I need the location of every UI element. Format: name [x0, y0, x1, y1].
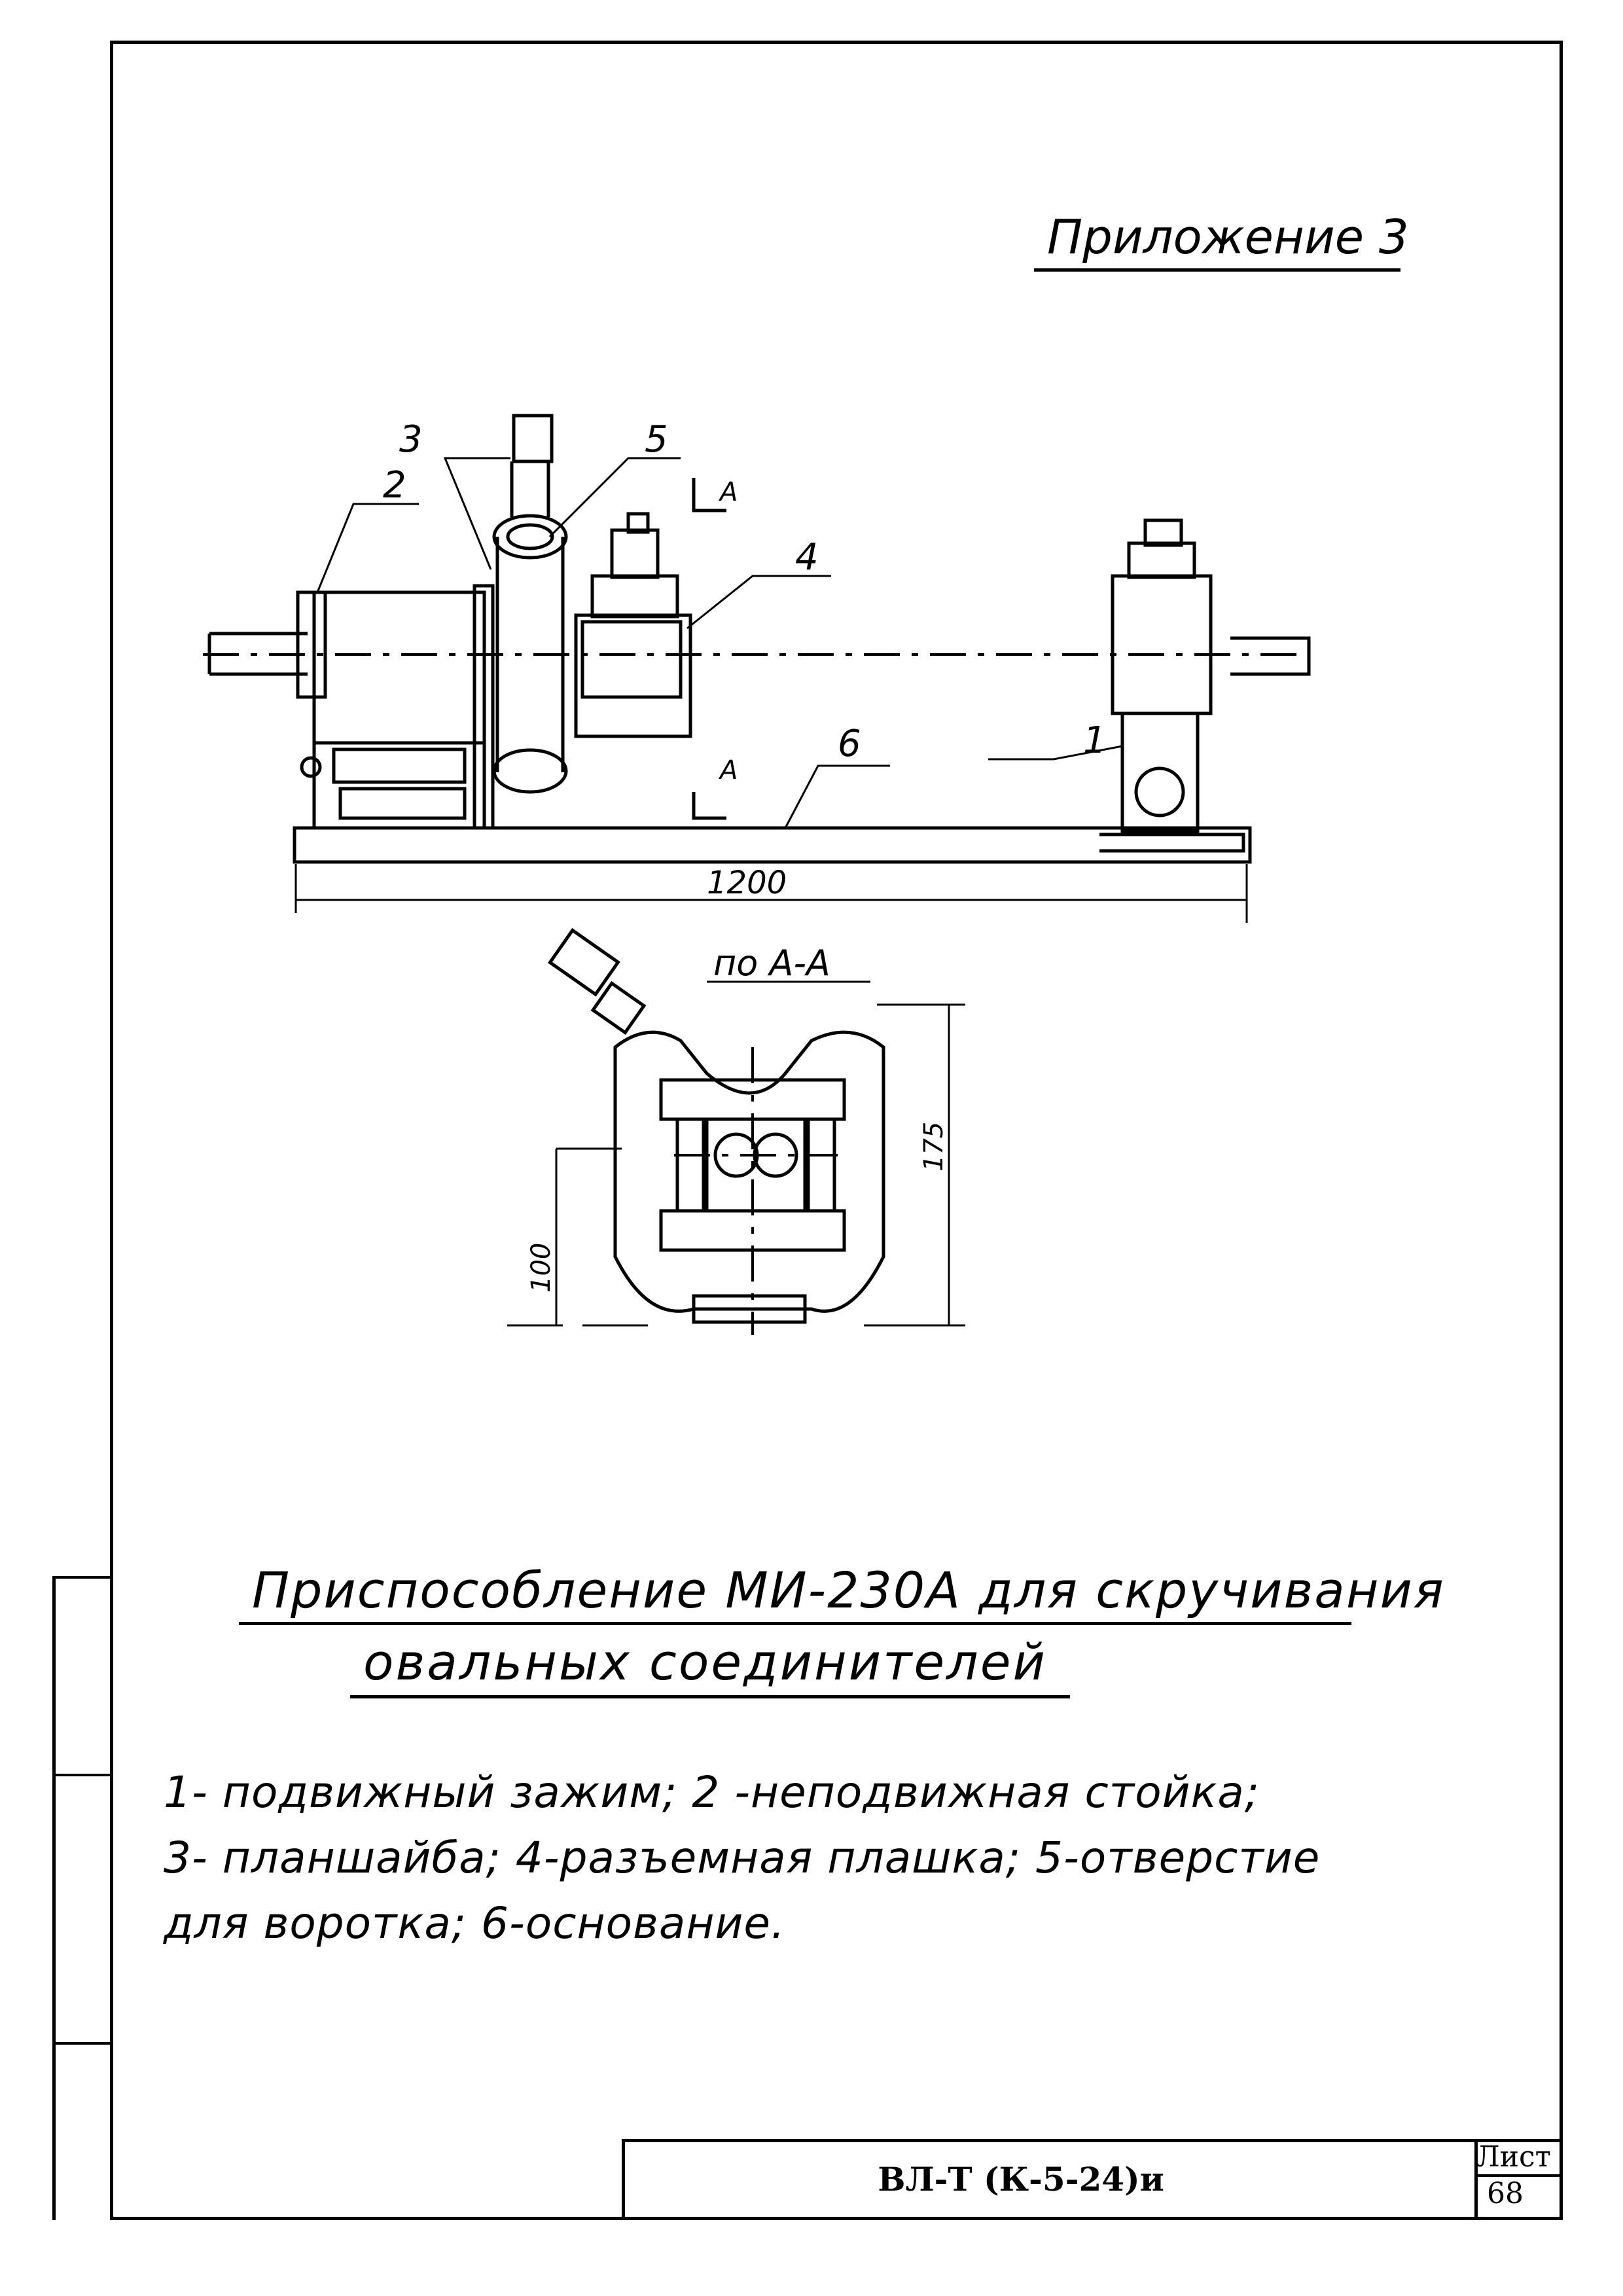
right-shaft-stub [1230, 636, 1311, 676]
split-die-block [574, 613, 692, 738]
split-die-bolt [610, 528, 660, 579]
title-block [622, 2139, 1563, 2220]
left-shaft-stub [207, 632, 308, 676]
dim-length-label: 1200 [707, 865, 787, 901]
section-title: по А-А [713, 942, 830, 984]
section-die [705, 1117, 807, 1213]
callout-1: 1 [1083, 719, 1107, 762]
legend-line-2: 3- планшайба; 4-разъемная плашка; 5-отве… [164, 1833, 1321, 1883]
dim-height-total-label: 175 [919, 1122, 949, 1172]
section-handle [547, 927, 620, 997]
leader-3 [443, 457, 510, 570]
movable-clamp-nut [1127, 541, 1196, 579]
stand-lower [312, 741, 486, 830]
leader-4 [687, 575, 831, 630]
callout-3: 3 [399, 418, 423, 461]
drawing-title-line-2: овальных соединителей [363, 1633, 1047, 1691]
leader-1 [988, 745, 1123, 761]
movable-clamp-head [1111, 574, 1213, 715]
faceplate-bottom [492, 748, 568, 794]
drawing-frame [110, 41, 1563, 2220]
stand-nut [300, 756, 322, 778]
dim-height-base-line [555, 1147, 622, 1325]
section-marker-label-bottom: А [718, 755, 738, 785]
split-die-jaw [580, 620, 683, 699]
base-step [1099, 833, 1245, 853]
appendix-label: Приложение 3 [1047, 209, 1409, 264]
wrench-hole [506, 523, 554, 550]
drawing-title-line-1: Приспособление МИ-230А для скручивания [252, 1561, 1445, 1619]
dim-height-base-label: 100 [526, 1243, 556, 1293]
split-die-bolt-head [626, 512, 650, 534]
section-right-bolt [806, 1117, 836, 1213]
wrench-shaft [510, 461, 550, 517]
title-underline-1 [239, 1622, 1351, 1625]
appendix-underline [1034, 268, 1400, 272]
side-stamp-divider [52, 2042, 110, 2045]
stand-bolt [332, 747, 467, 784]
movable-clamp-bolt [1143, 518, 1183, 547]
section-left-bolt [675, 1117, 705, 1213]
movable-clamp-post [1120, 711, 1200, 833]
sheet-number: 68 [1487, 2177, 1524, 2210]
legend-line-1: 1- подвижный зажим; 2 -неподвижная стойк… [164, 1767, 1260, 1818]
side-stamp-strip [52, 1576, 110, 2220]
stand-drum [312, 590, 486, 745]
leader-5 [548, 457, 681, 538]
callout-4: 4 [795, 536, 819, 579]
dim-height-total-line [864, 1003, 965, 1327]
section-handle-collar [590, 980, 647, 1035]
callout-2: 2 [383, 464, 406, 507]
section-base [692, 1294, 807, 1324]
leader-2 [316, 503, 419, 593]
faceplate-top [492, 514, 568, 560]
leader-6 [784, 764, 890, 829]
stand-bolt [338, 787, 467, 820]
section-marker-top [692, 478, 726, 512]
section-body [613, 1030, 885, 1313]
callout-6: 6 [838, 723, 861, 765]
stand-flange [296, 590, 327, 699]
base-plate [293, 826, 1252, 864]
title-underline-2 [350, 1695, 1070, 1698]
wrench-handle [512, 414, 554, 463]
sheet-number-divider [1474, 2174, 1563, 2177]
side-stamp-divider [52, 1576, 110, 1579]
split-die-nut [590, 574, 679, 619]
callout-5: 5 [645, 418, 668, 461]
dim-length-line [294, 864, 1248, 923]
sheet-label: Лист [1476, 2140, 1552, 2174]
movable-clamp-pin [1134, 766, 1185, 817]
section-marker-label-top: А [718, 477, 738, 507]
side-stamp-divider [52, 1774, 110, 1776]
faceplate-body [495, 537, 565, 772]
document-code: ВЛ-Т (К-5-24)и [878, 2160, 1164, 2198]
section-marker-bottom [692, 792, 726, 820]
legend-line-3: для воротка; 6-основание. [164, 1898, 785, 1948]
sheet-box [1474, 2139, 1563, 2220]
